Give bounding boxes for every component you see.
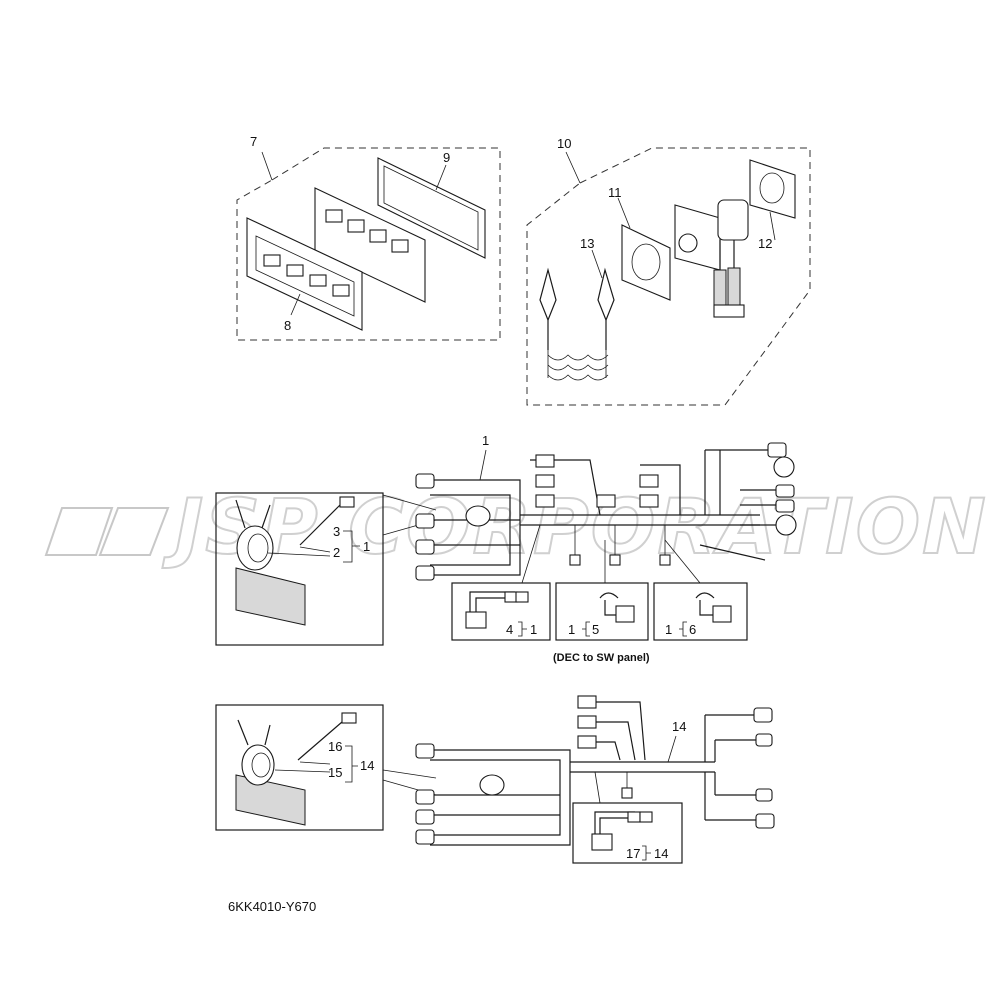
label-14c: 14 xyxy=(654,846,668,861)
label-14b: 14 xyxy=(360,758,374,773)
label-15: 15 xyxy=(328,765,342,780)
label-2: 2 xyxy=(333,545,340,560)
caption-dec-to-sw-panel: (DEC to SW panel) xyxy=(553,652,650,664)
part-labels: 7 9 8 10 11 13 12 1 3 2 1 4 1 1 5 1 6 (D… xyxy=(228,134,772,914)
watermark-logo: JSP CORPORATION xyxy=(44,481,987,572)
label-1: 1 xyxy=(482,433,489,448)
label-11: 11 xyxy=(608,185,622,200)
label-10: 10 xyxy=(557,136,571,151)
label-16: 16 xyxy=(328,739,342,754)
label-9: 9 xyxy=(443,150,450,165)
label-12: 12 xyxy=(758,236,772,251)
label-5: 5 xyxy=(592,622,599,637)
drawing-code: 6KK4010-Y670 xyxy=(228,899,316,914)
label-4: 4 xyxy=(506,622,513,637)
stop-switch-group xyxy=(526,147,811,406)
label-1b: 1 xyxy=(363,539,370,554)
label-6: 6 xyxy=(689,622,696,637)
label-3: 3 xyxy=(333,524,340,539)
label-13: 13 xyxy=(580,236,594,251)
label-5-qty: 1 xyxy=(568,622,575,637)
label-6-qty: 1 xyxy=(665,622,672,637)
switch-panel-group xyxy=(236,147,501,341)
label-4-qty: 1 xyxy=(530,622,537,637)
wire-harness-1 xyxy=(215,442,797,646)
label-14: 14 xyxy=(672,719,686,734)
label-8: 8 xyxy=(284,318,291,333)
label-17: 17 xyxy=(626,846,640,861)
wire-harness-14 xyxy=(215,695,775,864)
label-7: 7 xyxy=(250,134,257,149)
